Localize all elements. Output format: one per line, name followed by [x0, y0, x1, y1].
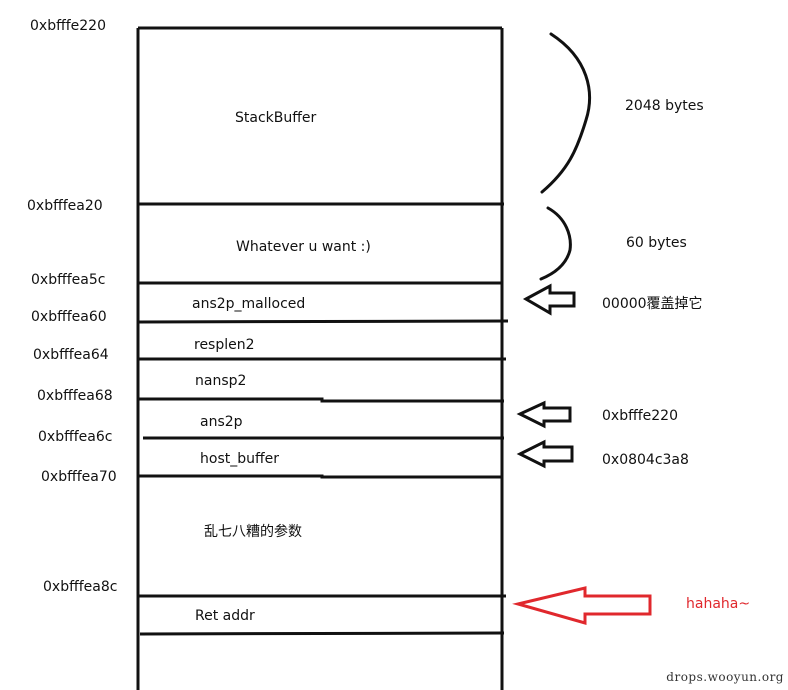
block-ans2p: ans2p [200, 414, 243, 430]
address-label: 0xbfffea60 [31, 309, 107, 325]
address-label: 0xbfffea68 [37, 388, 113, 404]
address-label: 0xbfffea70 [41, 469, 117, 485]
block-whatever: Whatever u want :) [236, 239, 371, 255]
block-stackbuffer: StackBuffer [235, 110, 317, 126]
address-label: 0xbfffea64 [33, 347, 109, 363]
block-ret-addr: Ret addr [195, 608, 255, 624]
block-nansp2: nansp2 [195, 373, 247, 389]
note-ret-addr: hahaha~ [686, 596, 751, 612]
brace-2048 [540, 32, 592, 194]
divider-ea60 [137, 319, 509, 324]
note-host-buffer-value: 0x0804c3a8 [602, 452, 689, 468]
block-host-buffer: host_buffer [200, 451, 279, 467]
block-resplen2: resplen2 [194, 337, 255, 353]
size-whatever: 60 bytes [626, 235, 687, 251]
red-arrow-left-icon [512, 586, 652, 625]
divider-ea68 [138, 397, 504, 403]
brace-60 [539, 206, 572, 281]
address-label: 0xbfffe220 [30, 18, 106, 34]
divider-ret-bottom [139, 631, 505, 636]
divider-ea70 [138, 474, 502, 479]
watermark: drops.wooyun.org [666, 670, 784, 684]
address-label: 0xbfffea20 [27, 198, 103, 214]
arrow-left-icon [516, 400, 572, 429]
block-ans2p-malloced: ans2p_malloced [192, 296, 306, 312]
arrow-left-icon [516, 439, 574, 469]
arrow-left-icon [522, 283, 576, 316]
block-misc-params: 乱七八糟的参数 [204, 524, 302, 540]
note-ans2p-value: 0xbfffe220 [602, 408, 678, 424]
address-label: 0xbfffea5c [31, 272, 106, 288]
note-overwrite: 00000覆盖掉它 [602, 296, 703, 312]
address-label: 0xbfffea6c [38, 429, 113, 445]
address-label: 0xbfffea8c [43, 579, 118, 595]
size-stackbuffer: 2048 bytes [625, 98, 704, 114]
